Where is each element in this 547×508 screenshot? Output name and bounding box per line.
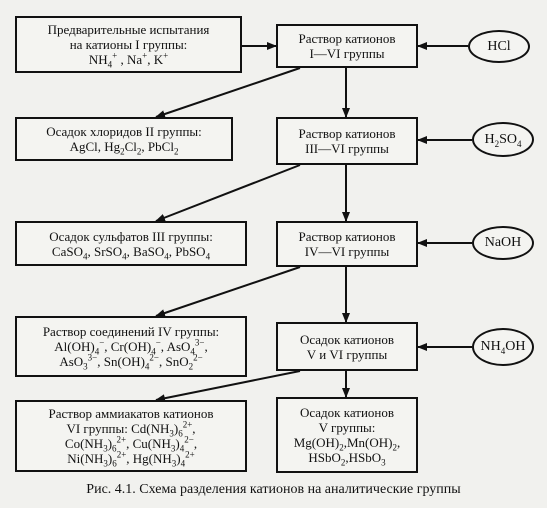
text-line: IV—VI группы bbox=[304, 244, 390, 259]
text-line: Предварительные испытания bbox=[47, 22, 210, 37]
text-line: Осадок сульфатов III группы: bbox=[49, 228, 213, 244]
text-line: CaSO4, SrSO4, BaSO4, PbSO4 bbox=[51, 243, 211, 262]
solution-groups-4-6-box: Раствор катионов IV—VI группы bbox=[276, 221, 418, 267]
arrow-sol4-to-sol-iv bbox=[155, 266, 301, 317]
solution-groups-3-6-box: Раствор катионов III—VI группы bbox=[276, 117, 418, 165]
sulfate-precipitate-box: Осадок сульфатов III группы: CaSO4, SrSO… bbox=[15, 221, 247, 266]
text-line: V и VI группы bbox=[306, 346, 388, 362]
text-line: Al(OH)4−, Cr(OH)4−, AsO43−, bbox=[54, 337, 208, 357]
figure-caption: Рис. 4.1. Схема разделения катионов на а… bbox=[86, 482, 461, 497]
arrow-sol3-to-ppt3 bbox=[155, 164, 301, 222]
group-iv-solution-box: Раствор соединений IV группы: Al(OH)4−, … bbox=[15, 316, 247, 377]
preliminary-tests-box: Предварительные испытания на катионы I г… bbox=[15, 16, 242, 73]
text-line: HSbO2,HSbO3 bbox=[308, 450, 386, 468]
solution-groups-1-6-box: Раствор катионов I—VI группы bbox=[276, 24, 418, 68]
reagent-label: HCl bbox=[487, 38, 511, 54]
reagent-label: H2SO4 bbox=[484, 131, 522, 149]
text-line: Осадок катионов bbox=[299, 331, 395, 347]
text-line: Ni(NH3)62+, Hg(NH3)42+ bbox=[67, 449, 195, 469]
reagent-hcl-oval: HCl bbox=[468, 30, 530, 63]
chloride-precipitate-box: Осадок хлоридов II группы: AgCl, Hg2Cl2,… bbox=[15, 117, 233, 161]
text-line: Осадок хлоридов II группы: bbox=[46, 124, 202, 139]
text-line: VI группы: Cd(NH3)62+, bbox=[66, 419, 196, 439]
text-line: на катионы I группы: bbox=[69, 37, 188, 52]
text-line: III—VI группы bbox=[305, 141, 389, 156]
text-line: V группы: bbox=[318, 420, 376, 435]
precipitate-groups-5-6-box: Осадок катионов V и VI группы bbox=[276, 322, 418, 371]
text-line: Раствор аммиакатов катионов bbox=[48, 406, 214, 421]
text-line: Раствор катионов bbox=[298, 126, 396, 141]
text-line: Co(NH3)62+, Cu(NH3)42−, bbox=[64, 434, 198, 454]
text-line: Раствор катионов bbox=[298, 31, 396, 46]
reagent-nh4oh-oval: NH4OH bbox=[472, 328, 534, 366]
ammine-complex-solution-box: Раствор аммиакатов катионов VI группы: C… bbox=[15, 400, 247, 472]
reagent-h2so4-oval: H2SO4 bbox=[472, 122, 534, 157]
text-line: AgCl, Hg2Cl2, PbCl2 bbox=[69, 139, 179, 157]
arrow-ppt56-to-ammine bbox=[155, 370, 301, 403]
reagent-naoh-oval: NaOH bbox=[472, 226, 534, 260]
reagent-label: NH4OH bbox=[480, 339, 526, 356]
text-line: AsO33−, Sn(OH)42−, SnO22− bbox=[59, 352, 203, 372]
text-line: Mg(OH)2,Mn(OH)2, bbox=[293, 435, 401, 453]
text-line: Осадок катионов bbox=[299, 405, 395, 420]
text-line: I—VI группы bbox=[309, 46, 385, 61]
arrow-sol1-to-ppt2 bbox=[155, 67, 301, 118]
text-line: NH4+ , Na+, K+ bbox=[88, 50, 169, 70]
group-v-precipitate-box: Осадок катионов V группы: Mg(OH)2,Mn(OH)… bbox=[276, 397, 418, 473]
reagent-label: NaOH bbox=[484, 235, 522, 250]
text-line: Раствор соединений IV группы: bbox=[42, 324, 220, 339]
text-line: Раствор катионов bbox=[298, 229, 396, 244]
